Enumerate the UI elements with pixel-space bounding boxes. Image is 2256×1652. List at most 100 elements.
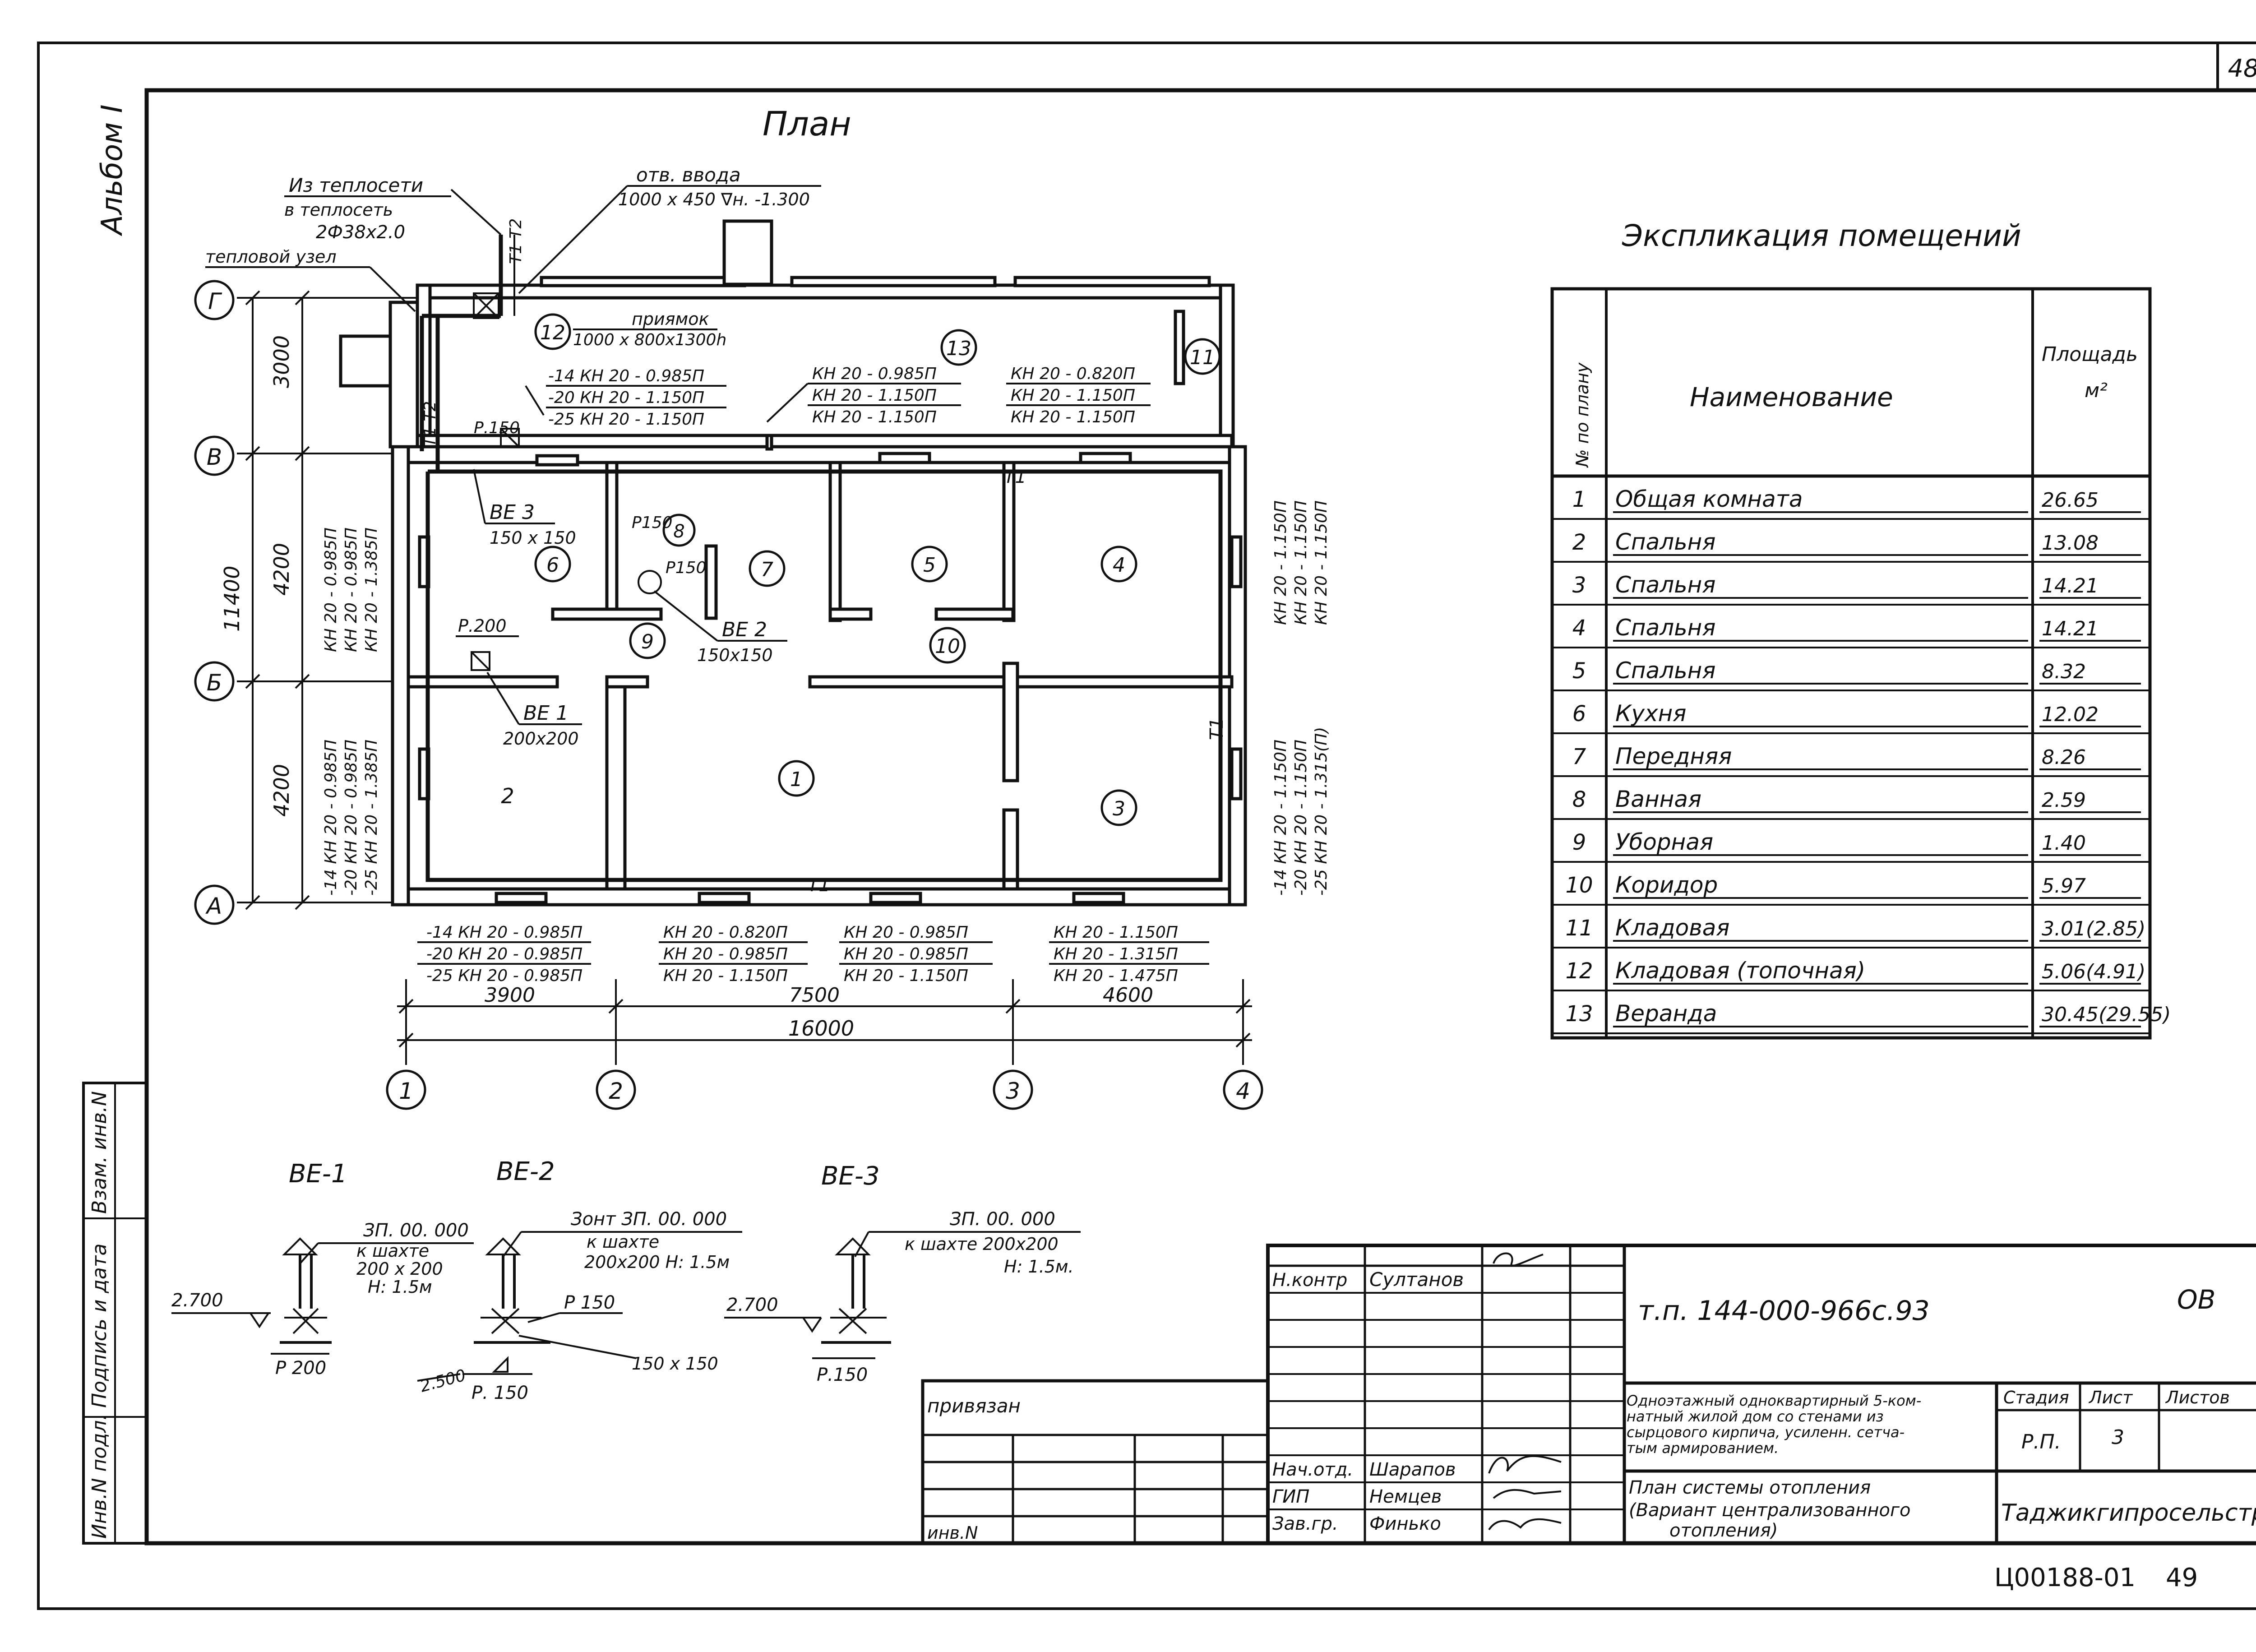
rad-g1-line2: -20 КН 20 - 1.150П (548, 389, 704, 407)
axis-4: 4 (1236, 1078, 1250, 1104)
pipe-label-T1-right: T1 (1207, 717, 1227, 740)
heating-pipe-loop: T1 T1 T1 T1 T2 T1 T2 (420, 189, 1227, 896)
ventilation-schematics: ВЕ-1 ЗП. 00. 000 к шахте 200 х 200 Н: 1.… (171, 1157, 1081, 1403)
rad-g7-line2: -20 КН 20 - 1.150П (1292, 740, 1310, 896)
signature-3 (1493, 1489, 1562, 1499)
plan-title: План (763, 105, 851, 143)
dept-head-name: Шарапов (1369, 1459, 1456, 1480)
rad-g2-line3: КН 20 - 1.150П (812, 408, 937, 426)
row-number: 8 (1572, 787, 1586, 812)
heat-network-label-2: в теплосеть (284, 200, 393, 220)
sheet-title-3: отопления) (1669, 1520, 1778, 1541)
ve2-valve-top: Р 150 (564, 1292, 615, 1313)
inlet-opening-size: 1000 х 450 ∇н. -1.300 (618, 190, 810, 209)
axis-2: 2 (609, 1078, 623, 1104)
dim-7500: 7500 (789, 984, 840, 1007)
row-area: 12.02 (2042, 703, 2099, 726)
row-area: 5.97 (2042, 875, 2086, 898)
ve1-note-1: к шахте (356, 1241, 429, 1261)
dim-3000: 3000 (269, 335, 294, 388)
row-number: 3 (1572, 573, 1586, 598)
ve3-level: ЗП. 00. 000 (950, 1209, 1055, 1230)
rad-g3-line1: КН 20 - 0.820П (1011, 365, 1135, 383)
pipe-label-T1-inlet: T1 T2 (507, 218, 525, 264)
row-area: 1.40 (2042, 832, 2086, 855)
row-name: Коридор (1615, 872, 1718, 898)
row-number: 13 (1565, 1001, 1593, 1027)
ve2-title: ВЕ-2 (496, 1157, 555, 1186)
room-9-number: 9 (641, 630, 654, 653)
rad-g7-line3: -25 КН 20 - 1.315(П) (1312, 727, 1331, 896)
rad-g9-line3: КН 20 - 1.150П (663, 967, 788, 985)
dim-4600: 4600 (1103, 984, 1153, 1007)
sheet-number-box (2216, 42, 2256, 92)
plan-callouts: Из теплосети в теплосеть 2Ф38х2.0 теплов… (205, 164, 821, 349)
duct-ve3-label: ВЕ 3 (490, 501, 535, 524)
signature-4 (1488, 1518, 1562, 1531)
ve1-level: ЗП. 00. 000 (363, 1220, 469, 1241)
chief-engineer-name: Немцев (1369, 1486, 1442, 1507)
row-area: 3.01(2.85) (2042, 917, 2145, 940)
rad-g6-line2: КН 20 - 1.150П (1292, 500, 1310, 625)
rad-g2-line2: КН 20 - 1.150П (812, 386, 937, 405)
margin-label-2: Подпись и дата (88, 1244, 111, 1408)
room-2-number: 2 (501, 784, 514, 808)
room-6-number: 6 (546, 554, 559, 577)
row-area: 5.06(4.91) (2042, 960, 2145, 983)
room-4-number: 4 (1113, 554, 1125, 577)
pit-label: приямок (632, 309, 709, 329)
row-number: 7 (1572, 744, 1586, 769)
margin-stamp: Взам. инв.N Подпись и дата Инв.N подл. (82, 1082, 148, 1545)
rad-g7-line1: -14 КН 20 - 1.150П (1271, 740, 1290, 896)
dim-11400: 11400 (220, 566, 244, 632)
rad-g4-line1: КН 20 - 0.985П (322, 528, 340, 652)
sheets-label: Листов (2165, 1388, 2230, 1407)
axis-A: А (205, 893, 222, 919)
ve3-elevation: 2.700 (726, 1295, 778, 1315)
room-10-number: 10 (935, 635, 960, 658)
drawing-mark: ОВ (2177, 1284, 2215, 1315)
pipe-label-T1-bottom: T1 (808, 875, 830, 896)
rad-g5-line2: -20 КН 20 - 0.985П (342, 740, 361, 896)
room-3-number: 3 (1113, 797, 1125, 820)
rad-g11-line2: КН 20 - 1.315П (1054, 945, 1178, 963)
rad-g8-line2: -20 КН 20 - 0.985П (426, 945, 582, 963)
ve1-valve: Р 200 (275, 1358, 326, 1379)
rad-g1-line1: -14 КН 20 - 0.985П (548, 367, 704, 385)
album-label: Альбом I (96, 104, 129, 236)
project-desc-4: тым армированием. (1627, 1439, 1779, 1457)
rad-g4-line3: КН 20 - 1.385П (362, 528, 381, 652)
col-header-area: Площадь (2042, 343, 2138, 366)
rad-g10-line2: КН 20 - 0.985П (844, 945, 968, 963)
row-name: Кухня (1615, 700, 1686, 727)
room-12-number: 12 (540, 321, 565, 344)
rad-g3-line3: КН 20 - 1.150П (1011, 408, 1135, 426)
rad-g6-line1: КН 20 - 1.150П (1271, 500, 1290, 625)
binding-label: привязан (927, 1395, 1021, 1417)
ve3-note-1: к шахте 200х200 (905, 1234, 1059, 1254)
room-7-number: 7 (761, 558, 773, 581)
row-number: 2 (1572, 530, 1586, 555)
axis-letters: Г В Б А 3000 4200 4200 11400 (194, 280, 451, 925)
ve3-title: ВЕ-3 (821, 1161, 880, 1191)
sheet-number: 48 (2228, 54, 2256, 83)
row-area: 26.65 (2042, 489, 2099, 512)
rad-g10-line3: КН 20 - 1.150П (844, 967, 968, 985)
signature-1 (1493, 1252, 1544, 1267)
ve2-size: 150 х 150 (632, 1354, 718, 1374)
row-name: Спальня (1615, 657, 1715, 684)
ve1-note-2: 200 х 200 (356, 1259, 443, 1279)
row-number: 10 (1565, 873, 1593, 898)
room-11-number: 11 (1190, 346, 1215, 369)
rad-g4-line2: КН 20 - 0.985П (342, 528, 361, 652)
ve2-note-2: 200х200 Н: 1.5м (584, 1252, 730, 1272)
row-number: 6 (1572, 701, 1586, 727)
rad-g1-line3: -25 КН 20 - 1.150П (548, 410, 704, 429)
project-desc-2: натный жилой дом со стенами из (1627, 1408, 1884, 1425)
inner-frame (144, 88, 2256, 1546)
rad-g11-line1: КН 20 - 1.150П (1054, 923, 1178, 942)
row-name: Общая комната (1615, 486, 1803, 512)
rad-g8-line1: -14 КН 20 - 0.985П (426, 923, 582, 942)
